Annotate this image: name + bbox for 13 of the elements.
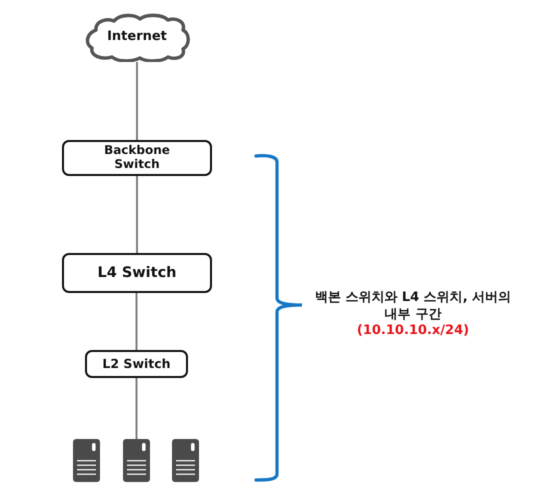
switch-box — [85, 350, 188, 378]
node-label: L2 Switch — [102, 356, 171, 372]
switch-box — [62, 140, 212, 176]
connector-line — [136, 62, 138, 140]
subnet-label: (10.10.10.x/24) — [356, 323, 470, 340]
connector-line — [136, 293, 138, 350]
connector-line — [136, 378, 138, 439]
switch-box — [62, 253, 212, 293]
node-label: Backbone Switch — [103, 144, 171, 172]
annotation-text: 백본 스위치와 L4 스위치, 서버의 내부 구간 — [314, 290, 512, 323]
node-label: L4 Switch — [97, 264, 177, 282]
connector-line — [136, 176, 138, 253]
node-label: Internet — [107, 30, 167, 44]
